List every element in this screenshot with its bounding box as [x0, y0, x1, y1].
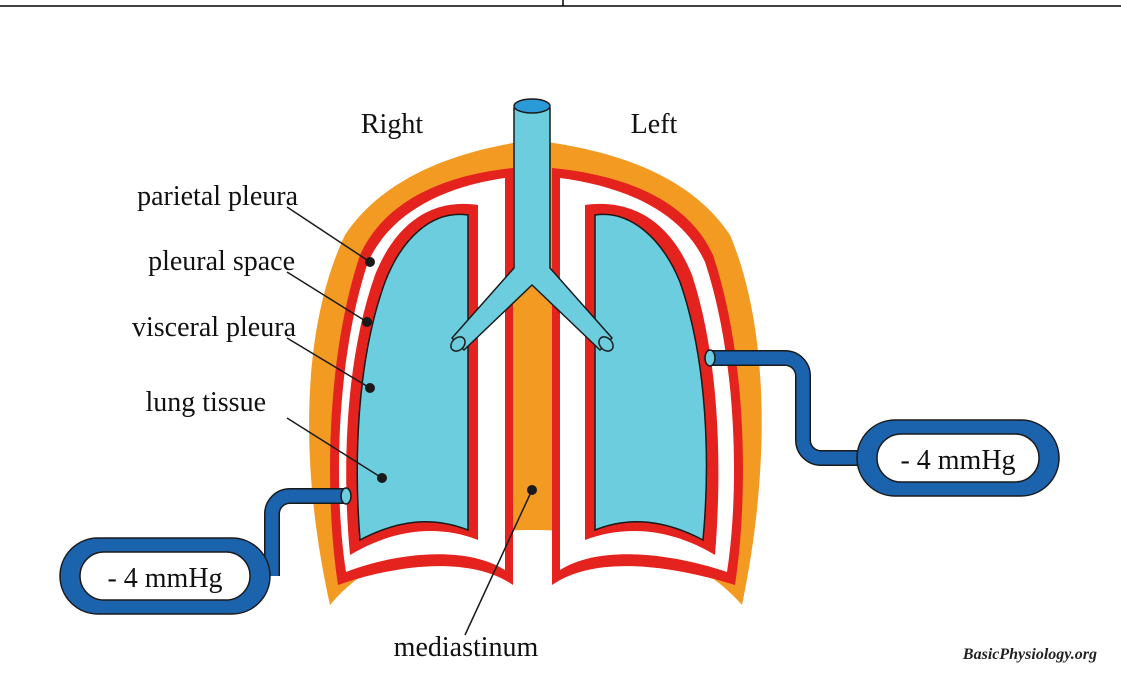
parietal-pleura-label: parietal pleura: [137, 181, 298, 212]
lung-tissue-dot: [377, 473, 387, 483]
right-pressure-gauge: - 4 mmHg: [60, 538, 270, 614]
visceral-pleura-label: visceral pleura: [132, 312, 297, 343]
right-tube-opening: [341, 488, 351, 504]
left-pressure-gauge: - 4 mmHg: [857, 420, 1059, 496]
lung-tissue-label: lung tissue: [145, 387, 266, 418]
left-pressure-reading: - 4 mmHg: [900, 445, 1015, 476]
pleural-space-dot: [362, 317, 372, 327]
visceral-pleura-dot: [365, 383, 375, 393]
mediastinum-dot: [527, 485, 537, 495]
mediastinum-label: mediastinum: [394, 632, 539, 663]
right-pressure-reading: - 4 mmHg: [107, 563, 222, 594]
right-side-label: Right: [361, 109, 423, 140]
left-side-label: Left: [631, 109, 678, 140]
trachea-opening: [514, 99, 550, 113]
pleural-space-label: pleural space: [148, 246, 295, 277]
header-frame: [0, 0, 1121, 6]
left-tube-opening: [705, 350, 715, 366]
site-credit: BasicPhysiology.org: [962, 646, 1097, 663]
parietal-pleura-dot: [365, 257, 375, 267]
